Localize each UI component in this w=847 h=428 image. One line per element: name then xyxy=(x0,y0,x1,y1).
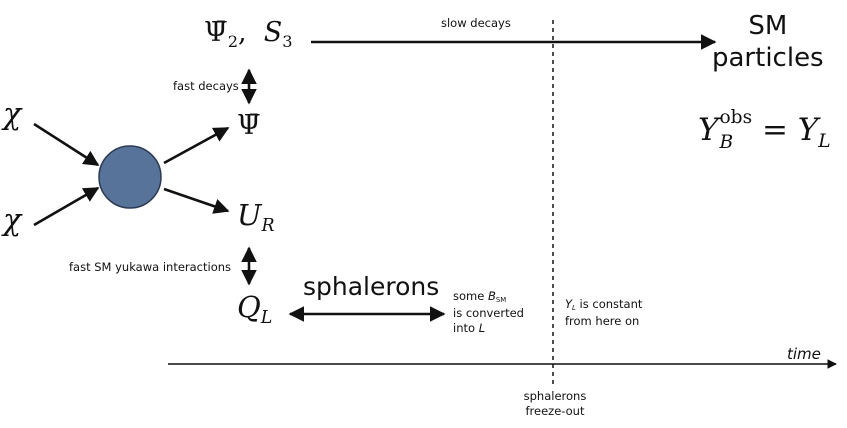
eq-equals: = xyxy=(752,112,798,148)
ql-label: QL xyxy=(237,290,272,328)
time-axis-label: time xyxy=(787,345,821,363)
psibar-label: Ψ̄ xyxy=(237,110,261,141)
freeze-out-label: sphalerons freeze-out xyxy=(520,389,590,419)
psibar2-subscript: 2 xyxy=(227,31,238,51)
yl-line-1: YL is constant xyxy=(565,297,642,314)
ql-symbol: Q xyxy=(237,290,261,324)
chi-bottom-arrow xyxy=(33,186,100,227)
bsm-subscript: SM xyxy=(495,296,507,305)
psibar2-s3-label: Ψ̄2, S3 xyxy=(204,17,293,51)
ur-label: UR xyxy=(237,198,275,236)
yl-rest: is constant xyxy=(575,297,643,311)
chi-bottom-label: χ xyxy=(3,203,22,238)
fast-decays-label: fast decays xyxy=(173,79,239,93)
sphalerons-heading: sphalerons xyxy=(303,272,440,301)
bsm-conversion-note: some BSM is converted into L xyxy=(453,289,524,336)
bsm-line-2: is converted xyxy=(453,306,524,320)
eq-rhs-sub: L xyxy=(818,130,831,152)
sm-line-1: SM xyxy=(748,11,788,41)
interaction-blob xyxy=(98,145,162,209)
sm-line-2: particles xyxy=(712,43,824,73)
freeze-line-1: sphalerons xyxy=(523,389,587,403)
ur-symbol: U xyxy=(237,198,262,232)
eq-lhs: Y xyxy=(698,112,719,148)
yl-Y: Y xyxy=(565,297,573,311)
ur-arrow xyxy=(163,187,230,214)
freeze-line-2: freeze-out xyxy=(525,404,585,418)
bsm-B: B xyxy=(487,289,496,303)
bsm-prefix: some xyxy=(453,289,488,303)
eq-lhs-sub: B xyxy=(719,132,734,154)
yl-constant-note: YL is constant from here on xyxy=(565,297,642,329)
eq-rhs: Y xyxy=(797,112,819,148)
sm-particles-label: SM particles xyxy=(712,10,824,74)
yl-line-2: from here on xyxy=(565,314,640,328)
eq-lhs-sup: obs xyxy=(719,107,753,129)
ur-subscript: R xyxy=(261,216,275,237)
s3-subscript: 3 xyxy=(282,31,293,51)
bsm-line-1: some BSM xyxy=(453,289,524,306)
s3-symbol: S xyxy=(263,17,283,48)
ql-subscript: L xyxy=(260,308,273,329)
slow-decays-label: slow decays xyxy=(441,16,511,30)
chi-top-label: χ xyxy=(3,97,22,132)
chi-top-arrow xyxy=(33,122,100,167)
psibar-arrow xyxy=(163,126,230,165)
bsm-line-3: into L xyxy=(453,321,524,336)
yukawa-label: fast SM yukawa interactions xyxy=(69,260,232,274)
bsm-into: into xyxy=(453,321,479,335)
yl-subscript: L xyxy=(572,304,576,313)
bsm-L: L xyxy=(478,321,486,335)
psibar2-symbol: Ψ̄ xyxy=(204,17,228,48)
comma-separator: , xyxy=(238,17,264,48)
